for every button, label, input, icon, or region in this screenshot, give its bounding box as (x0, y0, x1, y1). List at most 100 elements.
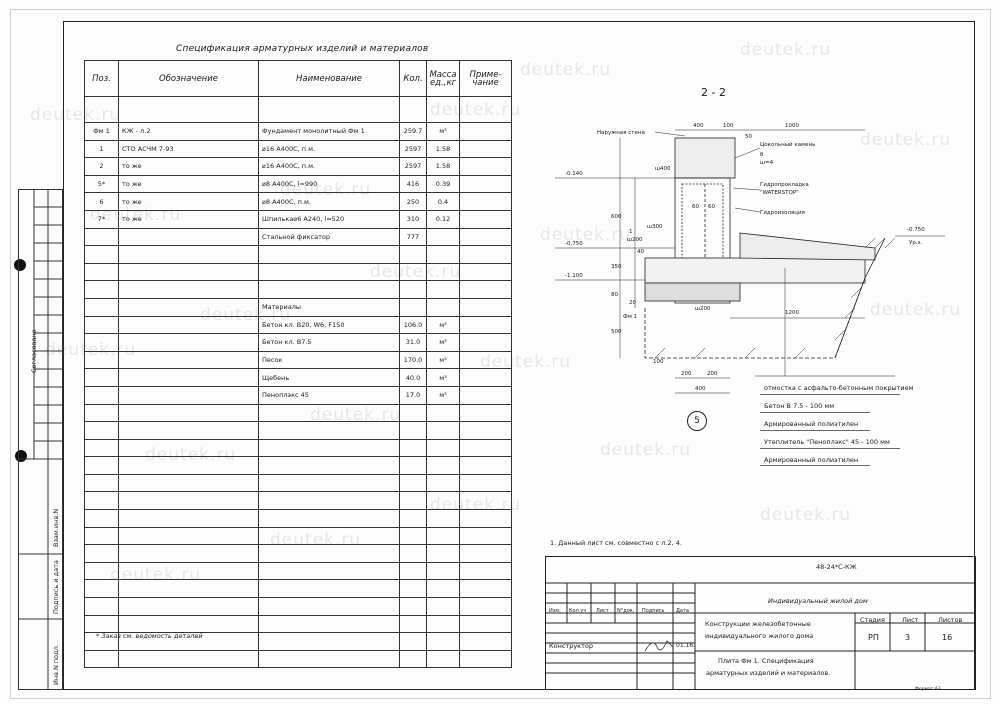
section-title: 2 - 2 (701, 86, 726, 99)
format-label: Формат А3 (915, 687, 941, 692)
spec-cell-pos (84, 421, 119, 440)
spec-cell-qty (399, 245, 427, 264)
dim-500: 500 (611, 329, 622, 335)
spec-cell-qty (399, 544, 427, 563)
spec-cell-qty (399, 473, 427, 493)
slab (644, 257, 866, 284)
header-pos: Поз. (84, 60, 119, 97)
spec-cell-name: Бетон кл. В20, W6, F150 (258, 315, 400, 335)
role-label: Конструктор (549, 642, 593, 650)
spec-cell-note (459, 456, 512, 475)
spec-row (84, 403, 512, 423)
general-note: 1. Данный лист см. совместно с л.2, 4. (550, 539, 682, 547)
spec-cell-pos: 2 (84, 157, 119, 176)
spec-cell-pos (84, 579, 119, 599)
stage-label: Стадия (860, 616, 885, 624)
spec-cell-name: Щебень (258, 368, 400, 387)
spec-cell-name (258, 597, 400, 616)
spec-cell-designation (118, 96, 259, 123)
spec-cell-mass (426, 473, 460, 493)
spec-cell-designation (118, 473, 259, 493)
col-izm: Изм. (549, 608, 561, 614)
sheet-label: Лист (902, 616, 919, 624)
spec-cell-pos (84, 297, 119, 317)
spec-cell-designation (118, 579, 259, 599)
header-designation: Обозначение (118, 60, 259, 97)
spec-cell-note (459, 157, 512, 176)
spec-cell-note (459, 509, 512, 528)
spec-cell-designation (118, 368, 259, 387)
spec-cell-pos (84, 597, 119, 616)
spec-cell-name (258, 561, 400, 581)
spec-cell-pos (84, 526, 119, 546)
spec-cell-name (258, 632, 400, 651)
spec-cell-mass (426, 297, 460, 317)
spec-cell-pos: 6 (84, 192, 119, 211)
spec-row (84, 509, 512, 528)
spec-cell-mass: м³ (426, 368, 460, 387)
layer-label: Утеплитель "Пеноплэкс" 45 - 100 мм (764, 438, 890, 446)
spec-header-row: Поз. Обозначение Наименование Кол. Масса… (84, 60, 512, 97)
spec-cell-mass: 0.4 (426, 192, 460, 211)
spec-cell-note (459, 421, 512, 440)
spec-cell-mass: м³ (426, 122, 460, 141)
spec-cell-designation: то же (118, 174, 259, 194)
spec-cell-name (258, 509, 400, 528)
dim-200-a: 200 (681, 371, 692, 377)
spec-cell-pos (84, 614, 119, 634)
spec-cell-note (459, 473, 512, 493)
pavement (739, 232, 876, 261)
header-note: Приме- чание (459, 60, 512, 97)
spec-cell-note (459, 438, 512, 458)
spec-cell-name (258, 456, 400, 475)
spec-cell-name (258, 544, 400, 563)
drawing-name-1: Плита Фм 1. Спецификация (718, 657, 814, 665)
spec-row (84, 614, 512, 634)
spec-cell-mass: м³ (426, 333, 460, 352)
spec-cell-note (459, 315, 512, 335)
spec-row (84, 544, 512, 563)
spec-cell-pos (84, 544, 119, 563)
spec-cell-name (258, 614, 400, 634)
spec-cell-qty (399, 297, 427, 317)
dim-20: 20 (629, 300, 636, 306)
spec-cell-qty: 310 (399, 209, 427, 229)
side-stamp-strip: Согласовано Взам.инв.N Подпись и дата Ин… (18, 189, 63, 690)
spec-cell-qty: 777 (399, 227, 427, 247)
spec-title: Спецификация арматурных изделий и матери… (176, 44, 429, 54)
spec-cell-pos: 1 (84, 139, 119, 159)
spec-cell-mass: 0.12 (426, 209, 460, 229)
sheets-label: Листов (938, 616, 963, 624)
project-line-1: Конструкции железобетонные (705, 620, 811, 628)
spec-cell-qty: 250 (399, 192, 427, 211)
dim-w300: ш300 (647, 224, 663, 230)
spec-table: Поз. Обозначение Наименование Кол. Масса… (84, 60, 512, 669)
spec-cell-note (459, 209, 512, 229)
spec-cell-note (459, 632, 512, 651)
spec-cell-qty (399, 614, 427, 634)
spec-cell-mass (426, 438, 460, 458)
header-name: Наименование (258, 60, 400, 97)
spec-cell-name: ⌀8 А400С, п.м. (258, 192, 400, 211)
spec-row (84, 438, 512, 458)
label-plinth-stone: Цокольный камень (760, 141, 815, 148)
spec-cell-qty (399, 561, 427, 581)
col-date: Дата (676, 608, 689, 614)
spec-cell-name: ⌀16 А400С, п.м. (258, 157, 400, 176)
spec-cell-note (459, 385, 512, 405)
sheets-value: 16 (942, 633, 953, 642)
dim-60-b: 60 (708, 204, 715, 210)
doc-code: 48-24*С-КЖ (816, 563, 857, 571)
side-label-agreed: Согласовано (30, 329, 38, 373)
spec-cell-mass (426, 632, 460, 651)
spec-cell-mass (426, 227, 460, 247)
spec-row (84, 526, 512, 546)
paper-edge (10, 9, 991, 699)
spec-cell-note (459, 561, 512, 581)
spec-cell-qty (399, 262, 427, 282)
spec-cell-designation (118, 297, 259, 317)
